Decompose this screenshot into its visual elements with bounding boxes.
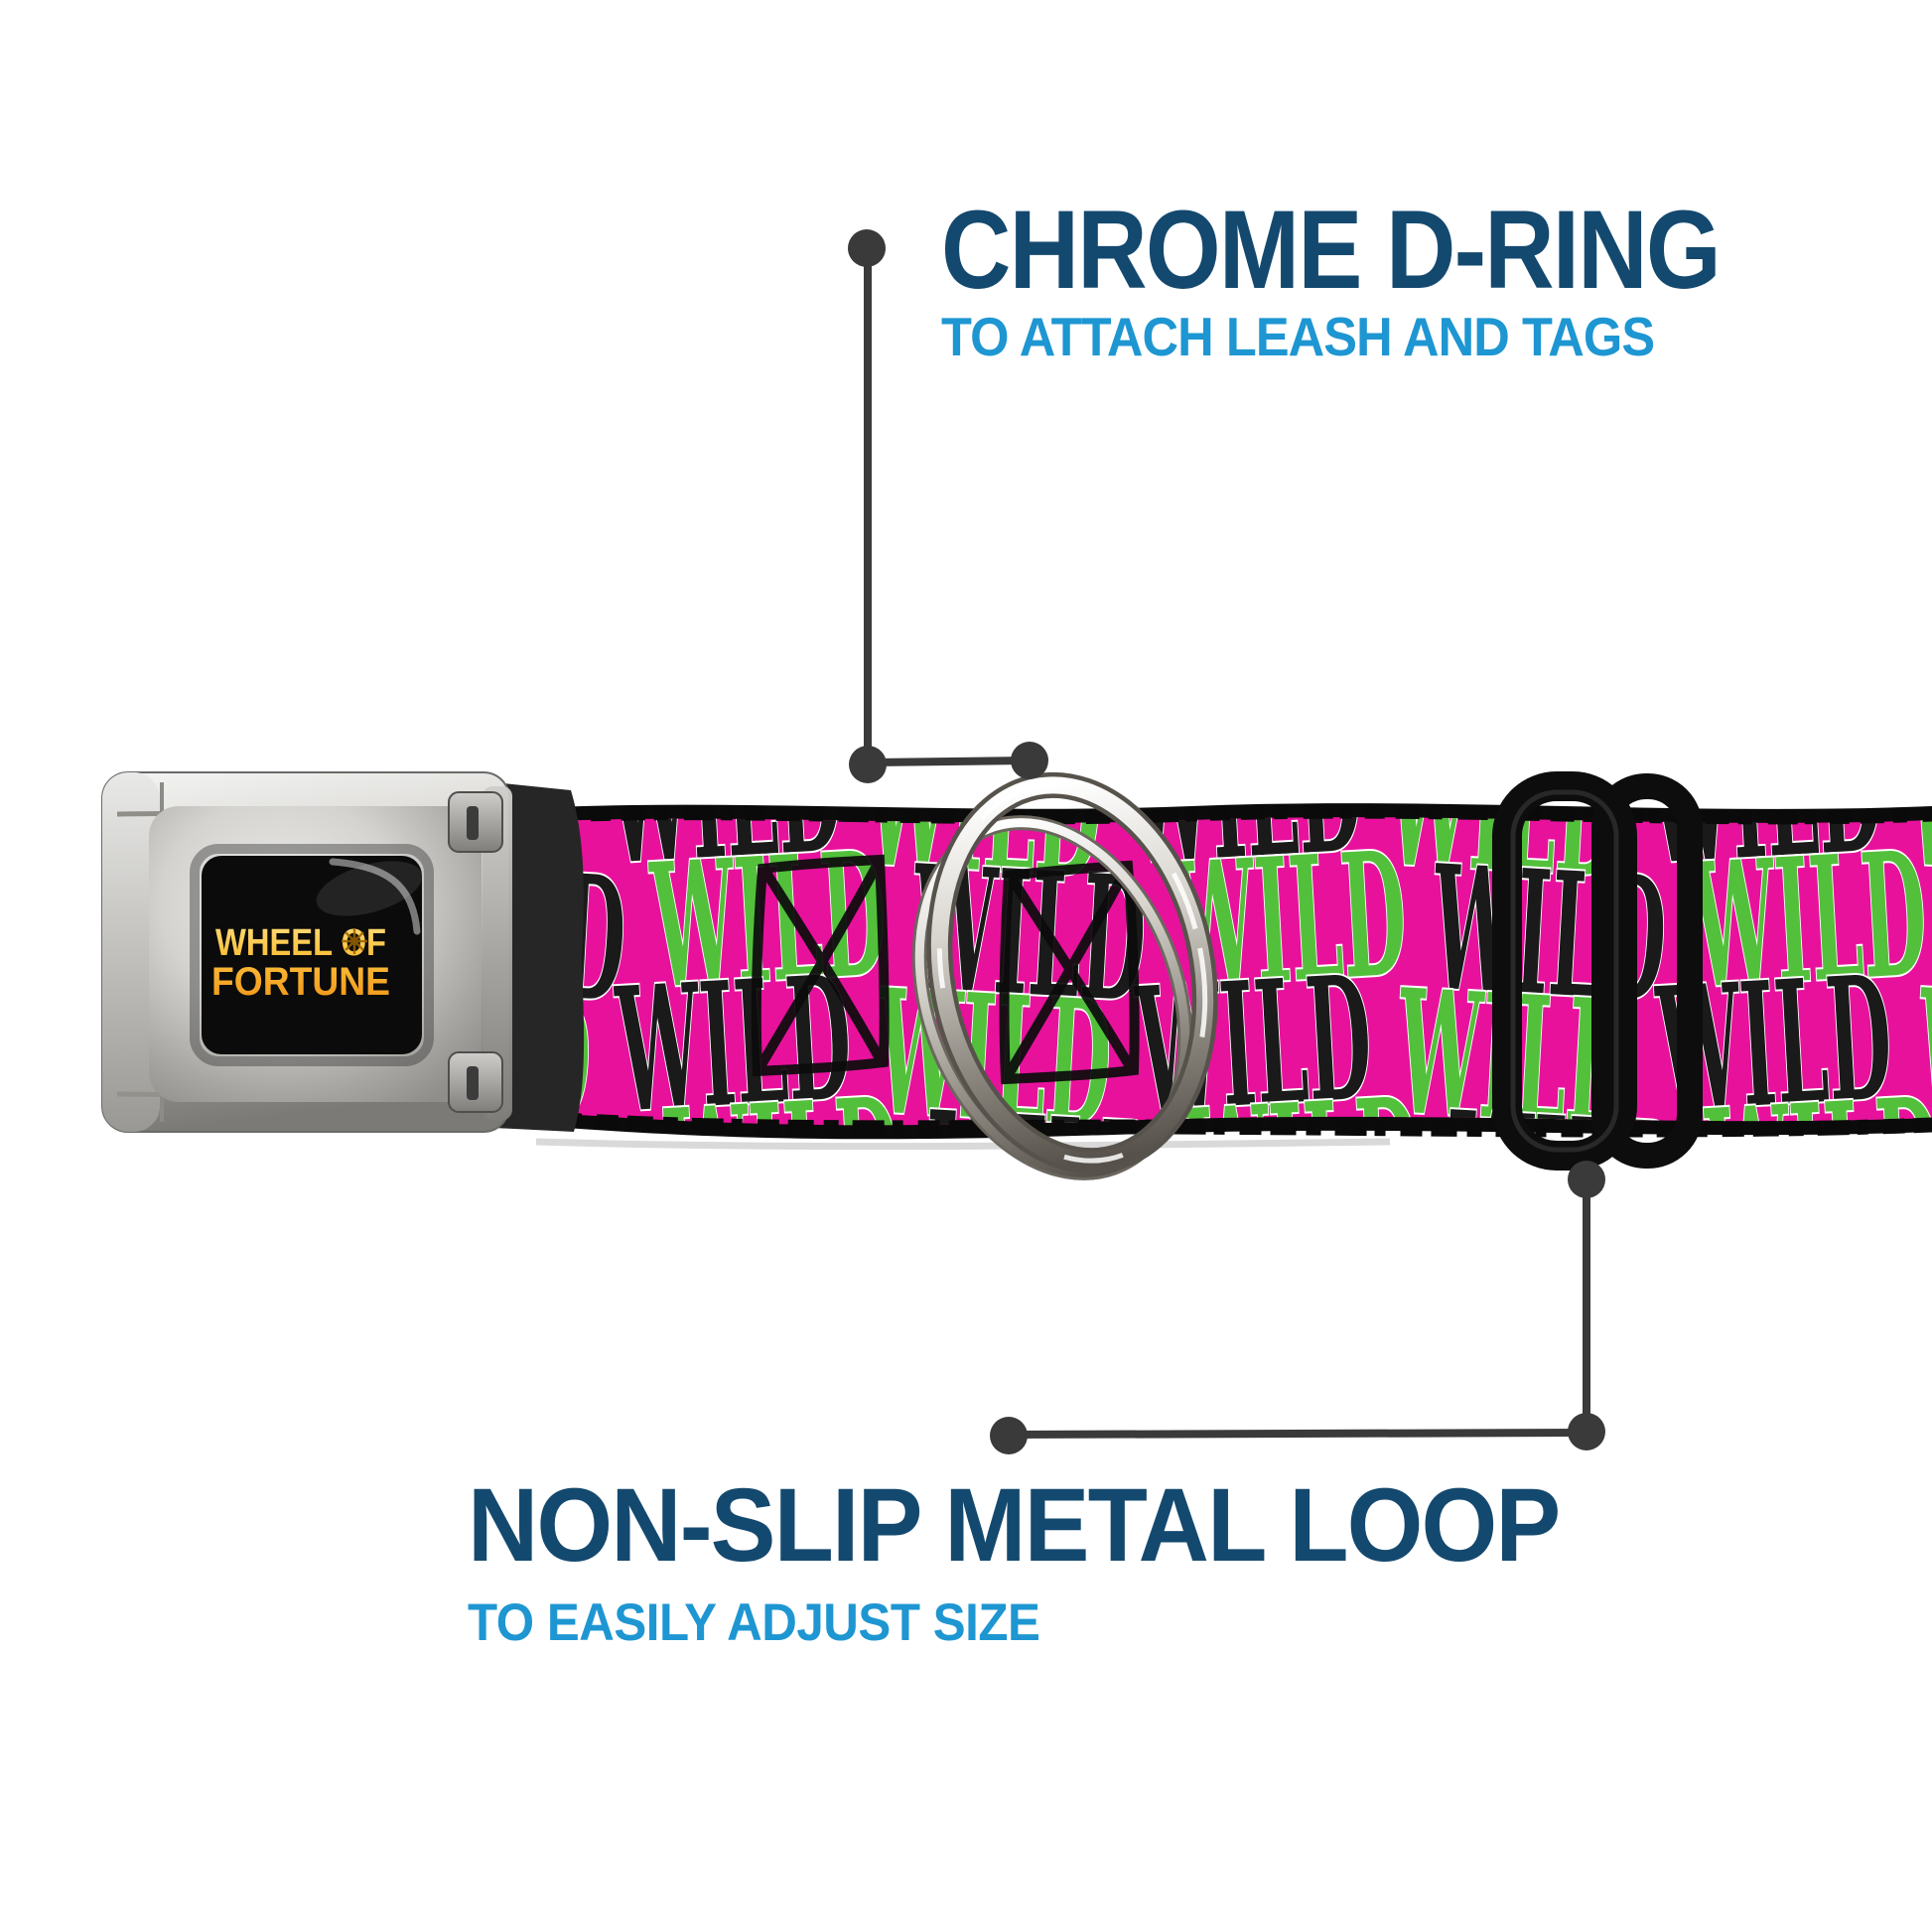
wild-word: WILD xyxy=(1702,1059,1932,1274)
buckle-panel-recess xyxy=(190,844,434,1066)
buckle-logo-line1: WHEEL OF xyxy=(215,922,386,964)
prong-slit-top xyxy=(467,806,479,840)
wild-word: WILD xyxy=(1687,813,1932,1028)
callout-dot xyxy=(1011,742,1048,779)
callout-top xyxy=(848,229,1048,783)
callout-dot xyxy=(990,1417,1028,1454)
wild-word: WILD xyxy=(1902,703,1932,917)
xbox-doodle-1 xyxy=(751,854,890,1077)
feature-title-loop: NON-SLIP METAL LOOP xyxy=(468,1467,1561,1584)
slide-adjuster xyxy=(1492,771,1703,1171)
feature-subtitle-dring: TO ATTACH LEASH AND TAGS xyxy=(941,306,1655,367)
buckle-left-lip xyxy=(102,772,160,1132)
adjuster-right-loop xyxy=(1591,773,1703,1169)
adjuster-left-loop xyxy=(1492,771,1637,1171)
d-ring-outer xyxy=(926,771,1218,1174)
callout-top-hline xyxy=(867,757,1031,766)
wild-word: WILD xyxy=(612,937,857,1152)
strap-shadow xyxy=(535,1138,1391,1151)
panel-gloss-soft xyxy=(316,861,423,916)
buckle-clasp-bar xyxy=(483,786,512,1120)
callout-dot xyxy=(1568,1413,1605,1450)
buckle-logo: WHEEL OF FORTUNE xyxy=(211,922,390,1004)
wild-word: WILD xyxy=(1181,1059,1427,1274)
torn-edge-top xyxy=(466,803,1932,828)
callout-dot xyxy=(848,229,886,267)
callout-dot xyxy=(1568,1161,1605,1198)
callout-bottom-hline xyxy=(1008,1429,1587,1439)
adjuster-highlight xyxy=(1510,789,1619,1153)
panel-gloss xyxy=(329,858,421,935)
chrome-d-ring xyxy=(911,771,1218,1180)
callout-dot xyxy=(849,746,887,783)
feature-title-dring: CHROME D-RING xyxy=(941,188,1722,312)
seatbelt-buckle: WHEEL OF FORTUNE xyxy=(101,771,585,1133)
buckle-strap-flap xyxy=(493,782,585,1132)
prong-slit-bottom xyxy=(467,1066,479,1100)
wheel-icon xyxy=(342,928,367,954)
callout-bottom xyxy=(990,1161,1605,1454)
wild-word: WILD xyxy=(921,1073,1167,1288)
feature-subtitle-loop: TO EASILY ADJUST SIZE xyxy=(468,1593,1040,1652)
buckle-panel xyxy=(202,856,422,1054)
wild-word: WILD xyxy=(1442,1073,1687,1288)
wild-word: WILD xyxy=(661,1059,906,1274)
buckle-logo-line2: FORTUNE xyxy=(211,960,390,1004)
